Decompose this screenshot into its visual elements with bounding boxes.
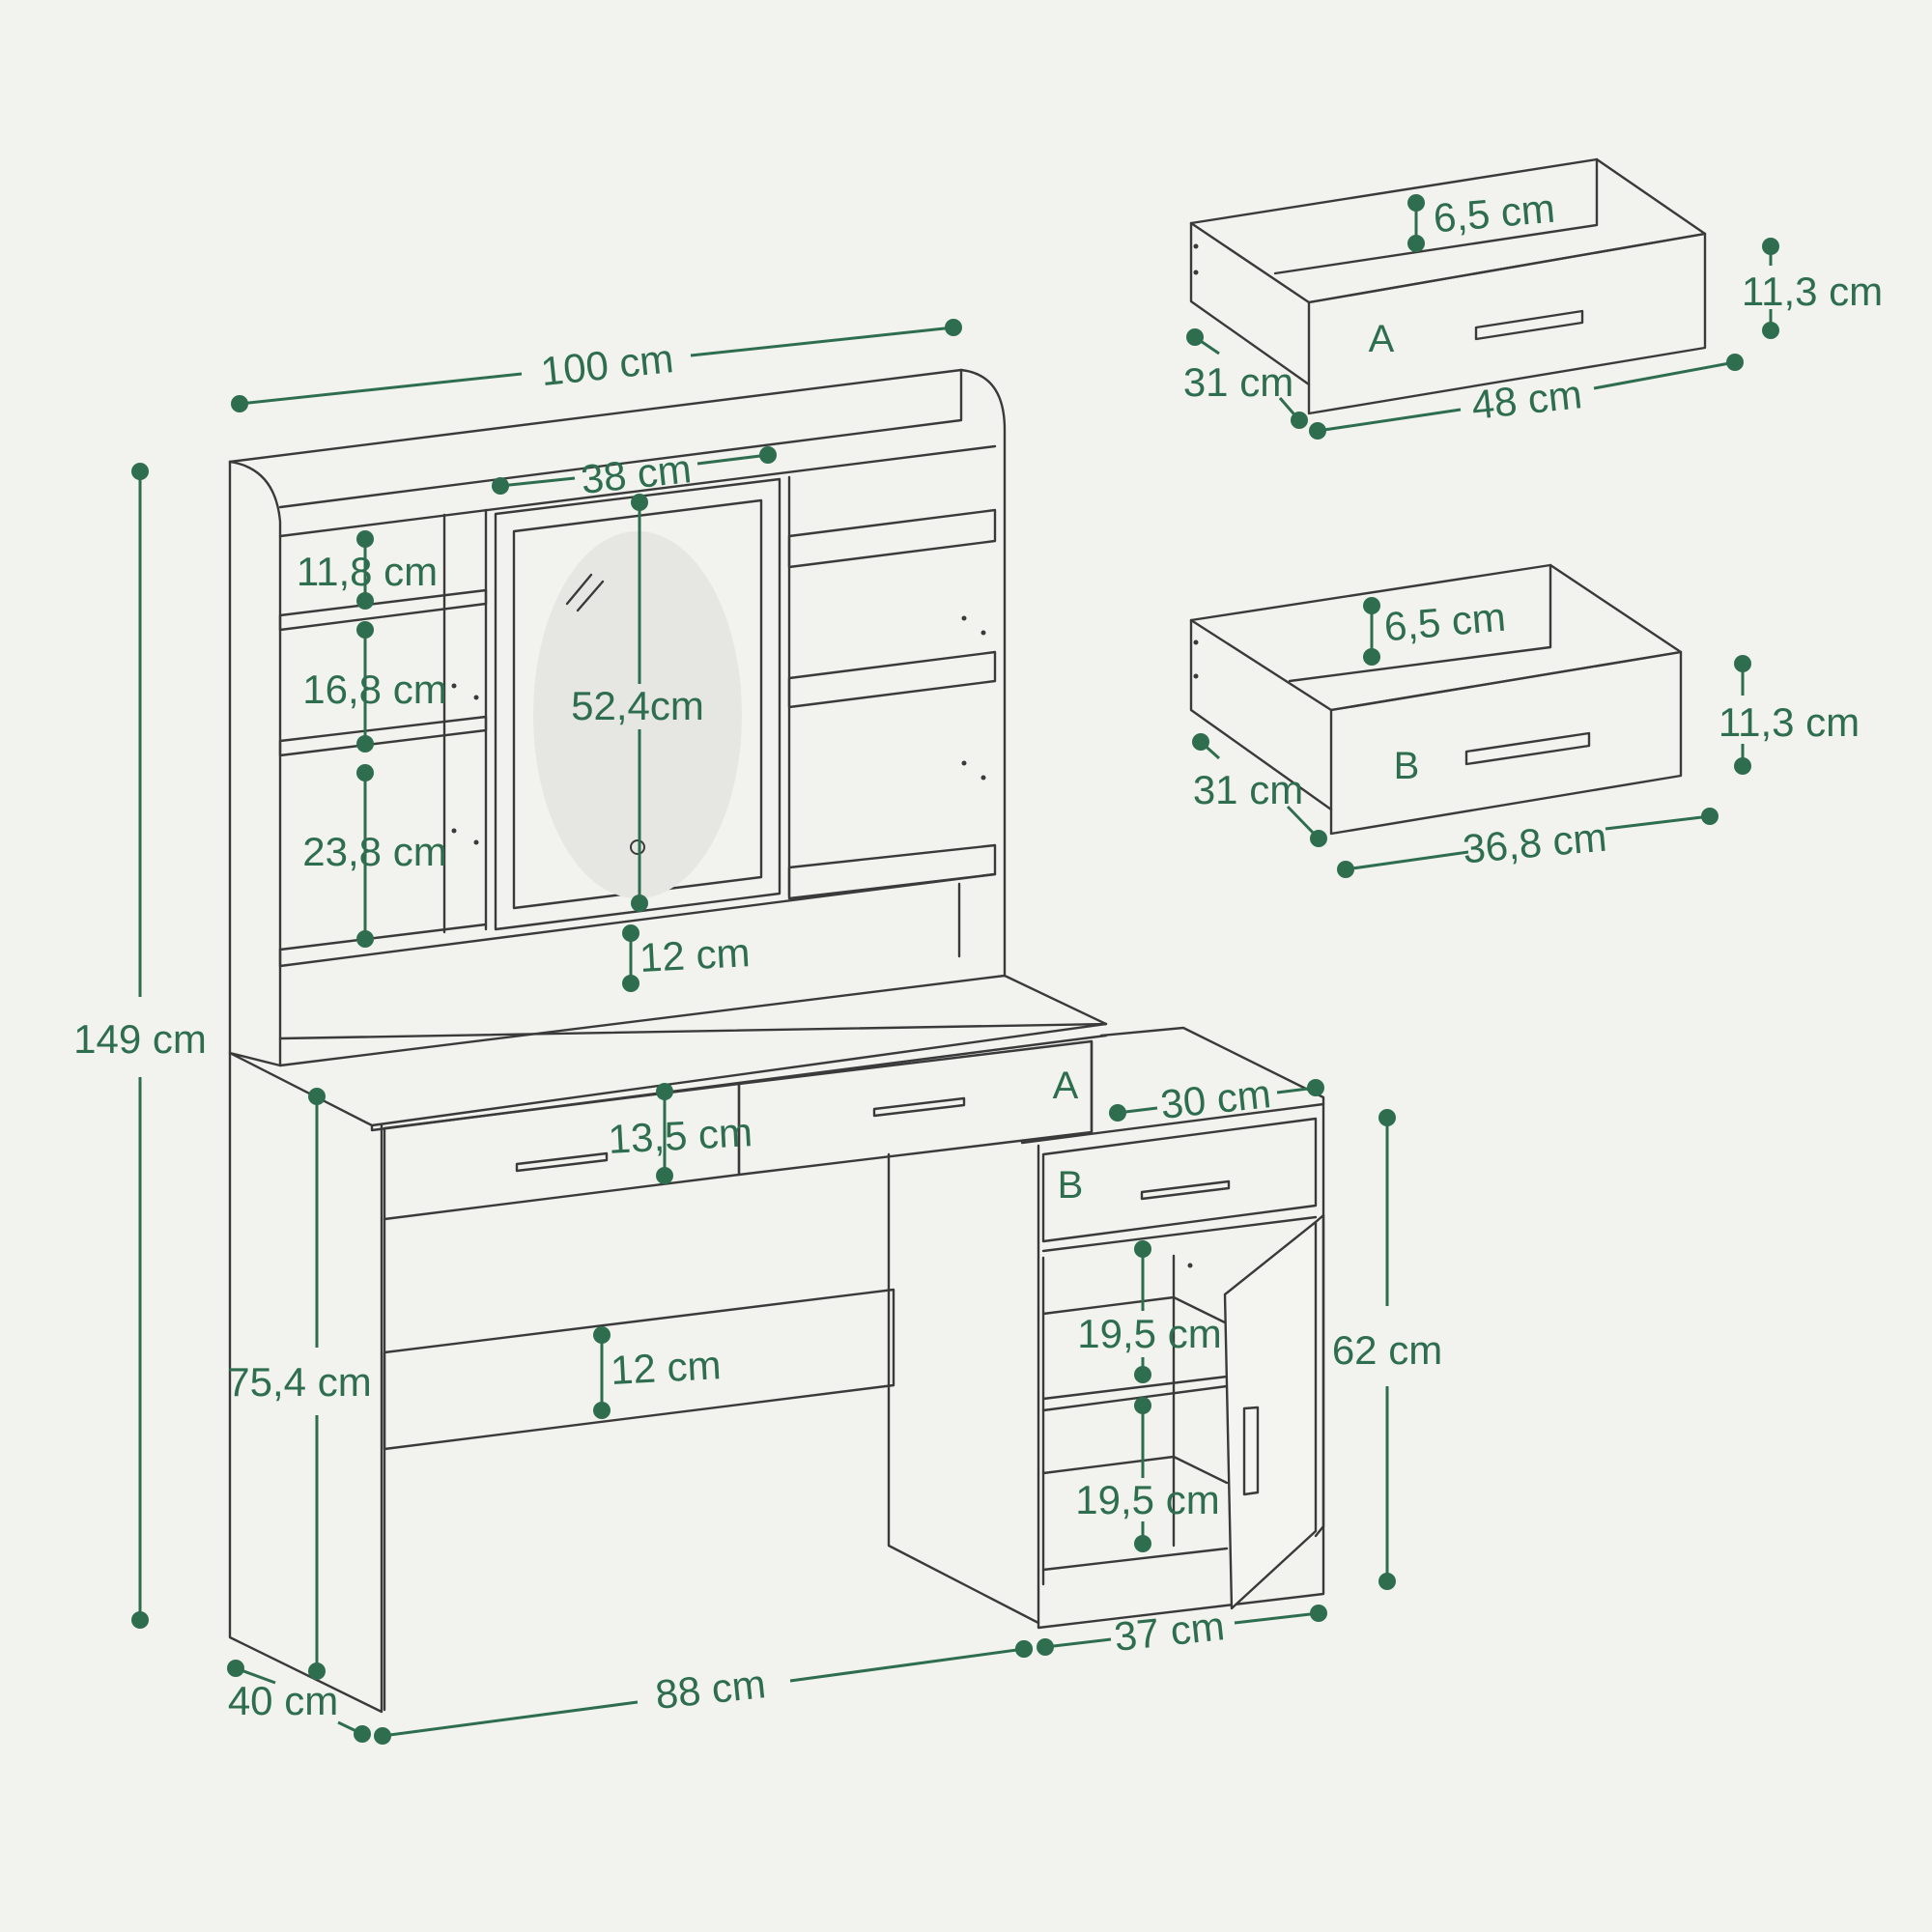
mirror-glass	[533, 531, 742, 898]
drawer-b-front	[1329, 650, 1683, 836]
drawer-b-drawing	[1189, 563, 1683, 836]
label-hutch-width: 100 cm	[539, 335, 676, 394]
drawer-b-inner-height: 6,5 cm	[1382, 594, 1508, 650]
label-cabinet-width: 37 cm	[1112, 1603, 1227, 1660]
touch-switch-icon	[630, 839, 645, 855]
label-shelf-middle: 16,8 cm	[302, 667, 446, 712]
label-cabinet-height: 62 cm	[1332, 1327, 1442, 1373]
desk-top	[228, 974, 1108, 1127]
label-drawer-front-height: 13,5 cm	[607, 1109, 753, 1162]
drawer-a-depth: 31 cm	[1183, 359, 1293, 405]
label-shelf-top: 11,8 cm	[297, 549, 438, 594]
modesty-panel	[383, 1288, 895, 1451]
drawer-b-letter: B	[1394, 745, 1420, 787]
dimension-lines	[131, 194, 1779, 1745]
label-lower-panel: 12 cm	[610, 1342, 723, 1393]
handle	[515, 1151, 609, 1173]
label-cabinet-depth: 30 cm	[1158, 1070, 1273, 1127]
drawer-b-height: 11,3 cm	[1719, 699, 1860, 745]
handle	[1474, 309, 1584, 341]
label-shelf-bottom: 23,8 cm	[302, 829, 446, 874]
label-mirror-height: 52,4cm	[571, 683, 704, 728]
drawer-a-letter: A	[1369, 318, 1395, 360]
mirror-glare-icon	[565, 573, 605, 612]
hutch-left-side	[228, 460, 282, 1067]
label-mirror-width: 38 cm	[579, 445, 694, 502]
drawer-a-front	[1307, 232, 1707, 415]
drawer-a-width: 48 cm	[1469, 371, 1584, 428]
drawer-a-drawing	[1189, 157, 1707, 415]
label-desk-height: 75,4 cm	[227, 1359, 371, 1405]
drawer-b-front	[1041, 1117, 1318, 1243]
door-handle	[1242, 1406, 1260, 1496]
vanity-desk-drawing	[228, 368, 1325, 1714]
handle	[872, 1096, 966, 1118]
drawer-a-height: 11,3 cm	[1742, 269, 1883, 314]
hutch-top-outline	[228, 368, 1007, 978]
cabinet-door	[1223, 1220, 1318, 1610]
label-hutch-gap: 12 cm	[639, 929, 752, 980]
dimension-labels: 100 cm 38 cm 52,4cm 149 cm 11,8 cm 16,8 …	[73, 185, 1883, 1723]
drawer-a-inner-height: 6,5 cm	[1432, 185, 1557, 242]
drawer-b-marker: B	[1058, 1164, 1084, 1207]
label-cabinet-shelf-lower: 19,5 cm	[1075, 1477, 1219, 1522]
label-total-height: 149 cm	[73, 1016, 207, 1062]
handle	[1464, 731, 1591, 766]
label-cabinet-shelf-upper: 19,5 cm	[1077, 1311, 1221, 1356]
drawer-b-width: 36,8 cm	[1461, 814, 1608, 872]
drawer-b-depth: 31 cm	[1193, 767, 1303, 812]
label-depth: 40 cm	[228, 1678, 338, 1723]
handle	[1140, 1179, 1231, 1201]
drawer-a-marker: A	[1053, 1065, 1079, 1107]
label-desk-width: 88 cm	[653, 1661, 768, 1718]
desk-left-leg	[228, 1051, 384, 1714]
mirror-frame	[494, 477, 781, 931]
